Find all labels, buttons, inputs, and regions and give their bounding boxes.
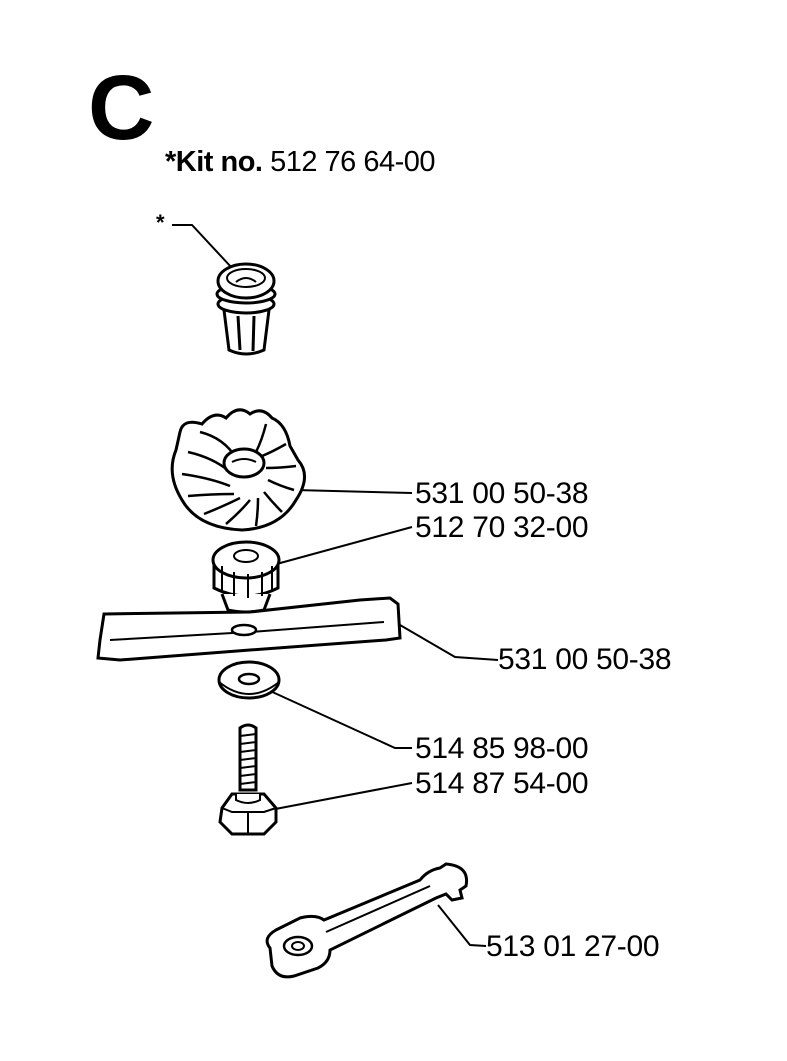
kit-connector-part	[215, 262, 277, 356]
part-number-blade: 531 00 50-38	[498, 643, 672, 676]
leader-line-blade	[399, 624, 499, 661]
part-number-bolt: 514 87 54-00	[415, 767, 589, 800]
leader-line-wrench	[437, 904, 487, 947]
part-number-fan: 531 00 50-38	[415, 477, 589, 510]
wrench-part	[265, 862, 469, 979]
kit-marker: *	[156, 210, 165, 235]
leader-line-kit	[172, 224, 233, 269]
kit-number: 512 76 64-00	[270, 146, 435, 178]
kit-note: *Kit no. 512 76 64-00	[165, 146, 435, 179]
fan-part	[170, 408, 306, 532]
leader-line-washer	[267, 689, 412, 749]
part-number-washer: 514 85 98-00	[415, 732, 589, 765]
kit-prefix: *Kit no.	[165, 146, 263, 178]
hub-part	[211, 540, 281, 614]
leader-line-bolt	[269, 782, 413, 811]
blade-part	[96, 596, 402, 662]
part-number-hub: 512 70 32-00	[415, 511, 589, 544]
part-number-wrench: 513 01 27-00	[486, 930, 660, 963]
bolt-part	[218, 723, 278, 836]
washer-part	[217, 660, 281, 700]
leader-line-hub	[261, 526, 413, 569]
section-letter: C	[88, 57, 155, 159]
leader-line-fan	[294, 489, 413, 494]
